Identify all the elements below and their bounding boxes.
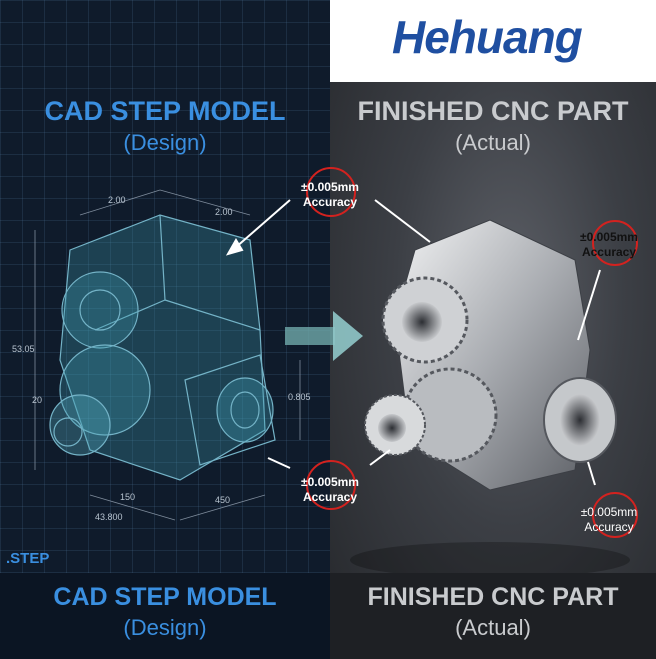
cad-panel <box>0 0 330 659</box>
cad-wireframe-illustration: 2.00 2.00 53.05 20 0.805 150 43.800 450 <box>12 189 311 522</box>
dim-label: 2.00 <box>108 195 126 205</box>
cad-bottom-subtitle: (Design) <box>123 615 207 640</box>
accuracy-label: Accuracy <box>302 195 358 209</box>
dim-label: 20 <box>32 395 42 405</box>
logo-box <box>330 0 656 82</box>
accuracy-highlight-ring <box>592 220 638 266</box>
accuracy-callout: ±0.005mm Accuracy <box>564 505 654 535</box>
transition-arrow-icon <box>285 311 363 361</box>
dim-label: 450 <box>215 495 230 505</box>
accuracy-callout: ±0.005mm Accuracy <box>564 230 654 260</box>
dim-label: 0.805 <box>288 392 311 402</box>
dim-label: 150 <box>120 492 135 502</box>
accuracy-label: Accuracy <box>581 245 637 259</box>
accuracy-value: ±0.005mm <box>301 180 359 194</box>
accuracy-label: Accuracy <box>584 520 634 534</box>
accuracy-value: ±0.005mm <box>301 475 359 489</box>
accuracy-value: ±0.005mm <box>580 230 638 244</box>
cnc-top-title: FINISHED CNC PART <box>357 96 629 126</box>
dim-label: 2.00 <box>215 207 233 217</box>
cad-top-title: CAD STEP MODEL <box>44 96 286 126</box>
cnc-part-illustration <box>350 199 630 578</box>
cad-bottom-title: CAD STEP MODEL <box>53 583 277 611</box>
accuracy-callout: ±0.005mm Accuracy <box>280 475 380 505</box>
cnc-bottom-title: FINISHED CNC PART <box>367 583 619 611</box>
cnc-top-subtitle: (Actual) <box>455 130 531 155</box>
cnc-caption-bar <box>330 573 656 659</box>
step-file-tag: .STEP <box>6 550 50 567</box>
accuracy-value: ±0.005mm <box>580 505 638 519</box>
accuracy-highlight-ring <box>306 460 356 510</box>
accuracy-highlight-ring <box>592 492 638 538</box>
cad-top-subtitle: (Design) <box>123 130 207 155</box>
accuracy-callout: ±0.005mm Accuracy <box>280 180 380 210</box>
dim-label: 53.05 <box>12 344 35 354</box>
dim-label: 43.800 <box>95 512 123 522</box>
accuracy-highlight-ring <box>306 167 356 217</box>
accuracy-label: Accuracy <box>302 490 358 504</box>
cnc-bottom-subtitle: (Actual) <box>455 615 531 640</box>
brand-logo: Hehuang <box>392 11 583 63</box>
cad-caption-bar <box>0 573 330 659</box>
